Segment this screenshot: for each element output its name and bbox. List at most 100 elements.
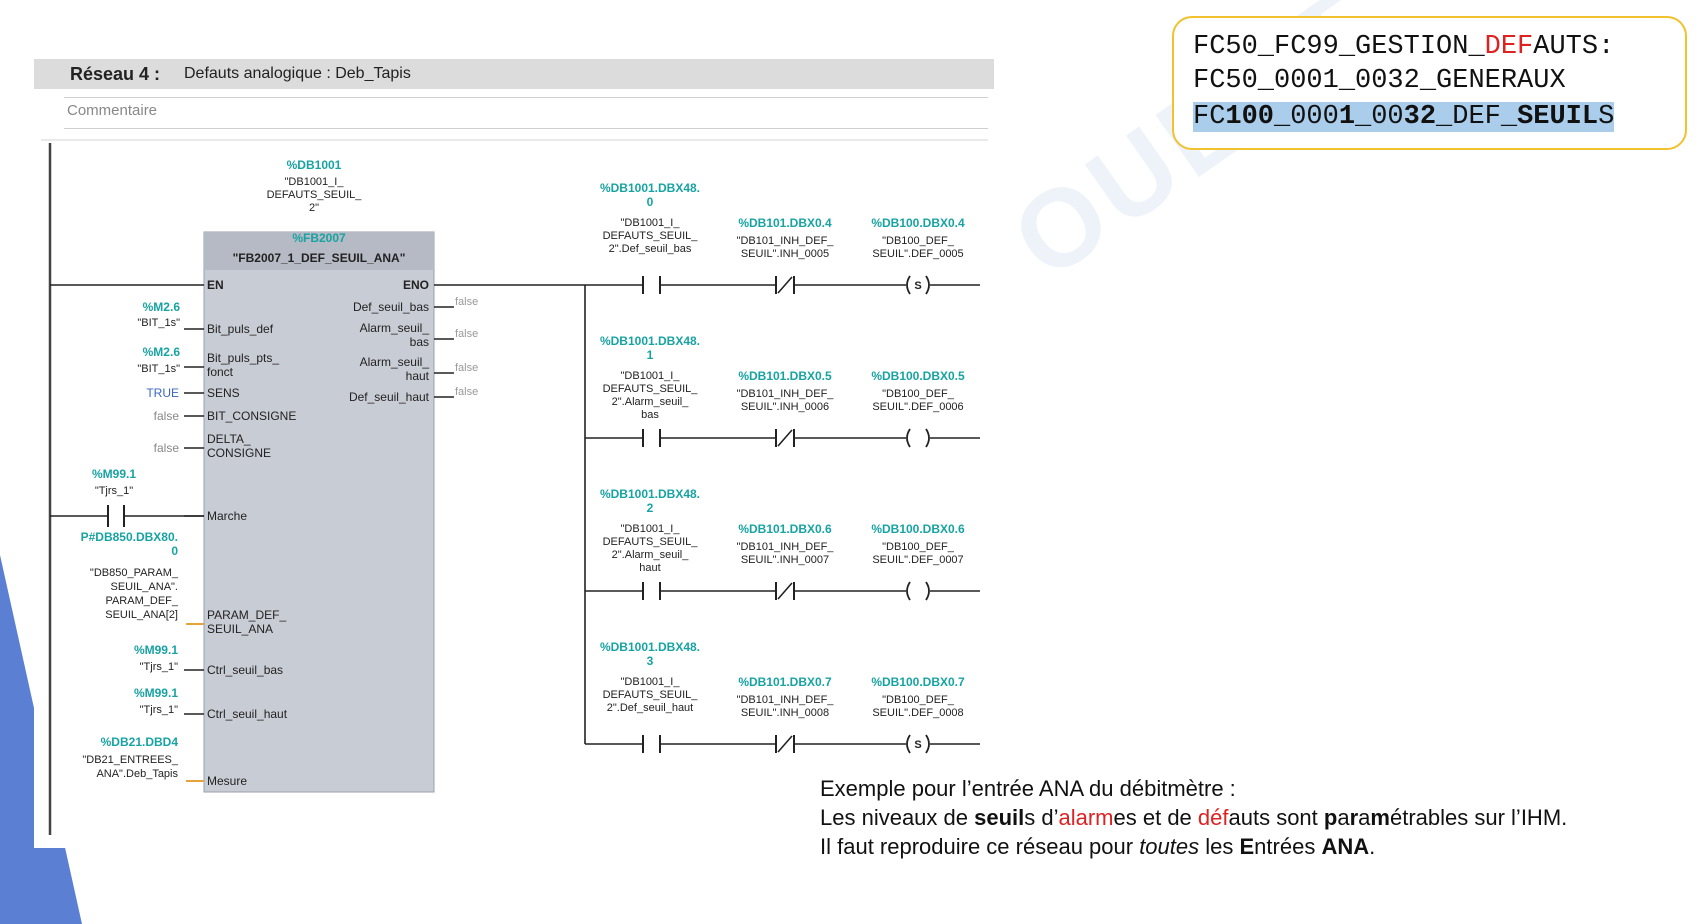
fb-input-pin-6: PARAM_DEF_ <box>207 608 286 622</box>
fb-input-pin-7: Ctrl_seuil_bas <box>207 663 283 677</box>
instance-db-name: "DB1001_I_ <box>285 176 345 188</box>
rung2-coil-left <box>906 581 911 601</box>
mesure-name: ANA".Deb_Tapis <box>96 768 178 780</box>
rung1-coil-name: "DB100_DEF_ <box>882 388 955 400</box>
param-name: SEUIL_ANA". <box>111 581 179 593</box>
ctrl-seuil-bas-address: %M99.1 <box>134 643 178 657</box>
rung1-no-address: 1 <box>647 348 654 362</box>
fb-output-value-1: false <box>455 328 478 340</box>
rung1-no-address: %DB1001.DBX48. <box>600 334 700 348</box>
rung3-nc-name: SEUIL".INH_0008 <box>741 707 829 719</box>
input-addr-bit-puls-pts: %M2.6 <box>143 345 181 359</box>
rung0-coil-name: "DB100_DEF_ <box>882 235 955 247</box>
rung1-coil-address: %DB100.DBX0.5 <box>871 369 965 383</box>
input-name-bit-puls-pts: "BIT_1s" <box>137 363 180 375</box>
fb-output-pin-1: bas <box>410 335 429 349</box>
ctrl-seuil-bas-name: "Tjrs_1" <box>140 661 178 673</box>
eno-pin-label: ENO <box>403 278 429 292</box>
rung3-no-address: 3 <box>647 654 654 668</box>
rung3-coil-type: S <box>914 739 921 751</box>
rung1-coil-name: SEUIL".DEF_0006 <box>872 401 963 413</box>
function-block-header <box>204 232 434 270</box>
rung0-coil-left <box>906 275 911 295</box>
fb-output-pin-2: haut <box>406 369 430 383</box>
function-block[interactable] <box>203 231 435 793</box>
rung1-no-name: 2".Alarm_seuil_ <box>612 396 690 408</box>
info-line-3: FC100_0001_0032_DEF_SEUILS <box>1193 102 1615 132</box>
input-addr-bit-puls-def: %M2.6 <box>143 300 181 314</box>
note-line-1: Exemple pour l’entrée ANA du débitmètre … <box>820 776 1236 801</box>
network-header[interactable]: Réseau 4 : Defauts analogique : Deb_Tapi… <box>34 59 994 89</box>
rung3-no-name: 2".Def_seuil_haut <box>607 702 693 714</box>
ladder-editor-panel <box>34 0 994 848</box>
fb-input-pin-5: Marche <box>207 509 247 523</box>
fb-name: "FB2007_1_DEF_SEUIL_ANA" <box>233 251 406 265</box>
instance-db-name: 2" <box>309 202 319 214</box>
rung3-coil-name: SEUIL".DEF_0008 <box>872 707 963 719</box>
rung1-nc-name: "DB101_INH_DEF_ <box>737 388 835 400</box>
fb-output-pin-1: Alarm_seuil_ <box>360 321 430 335</box>
fb-input-constant-4: false <box>154 441 180 455</box>
rung3-coil-left <box>906 734 911 754</box>
rung0-no-name: DEFAUTS_SEUIL_ <box>603 230 699 242</box>
fb-output-pin-0: Def_seuil_bas <box>353 300 429 314</box>
rung2-nc-name: "DB101_INH_DEF_ <box>737 541 835 553</box>
ctrl-seuil-haut-name: "Tjrs_1" <box>140 704 178 716</box>
rung0-no-name: 2".Def_seuil_bas <box>609 243 692 255</box>
fb-input-pin-4: CONSIGNE <box>207 446 271 460</box>
fb-output-value-3: false <box>455 386 478 398</box>
mesure-name: "DB21_ENTREES_ <box>82 754 178 766</box>
info-box: FC50_FC99_GESTION_DEFAUTS: FC50_0001_003… <box>1172 16 1687 150</box>
rung1-no-name: DEFAUTS_SEUIL_ <box>603 383 699 395</box>
param-address: P#DB850.DBX80. <box>81 530 178 544</box>
fb-output-pin-3: Def_seuil_haut <box>349 390 430 404</box>
note-line-3: Il faut reproduire ce réseau pour toutes… <box>820 834 1376 859</box>
rung0-nc-name: "DB101_INH_DEF_ <box>737 235 835 247</box>
fb-input-pin-4: DELTA_ <box>207 432 251 446</box>
fb-input-pin-9: Mesure <box>207 774 247 788</box>
param-name: PARAM_DEF_ <box>105 595 178 607</box>
info-line-1: FC50_FC99_GESTION_DEFAUTS: <box>1193 32 1615 62</box>
rung2-no-address: %DB1001.DBX48. <box>600 487 700 501</box>
rung0-coil-address: %DB100.DBX0.4 <box>871 216 965 230</box>
rung0-nc-name: SEUIL".INH_0005 <box>741 248 829 260</box>
rung0-nc-slash <box>777 276 793 294</box>
fb-output-pin-2: Alarm_seuil_ <box>360 355 430 369</box>
rung1-no-name: bas <box>641 409 659 421</box>
rung2-coil-right <box>925 581 930 601</box>
rung1-nc-name: SEUIL".INH_0006 <box>741 401 829 413</box>
fb-input-pin-1: Bit_puls_pts_ <box>207 351 279 365</box>
marche-contact-address: %M99.1 <box>92 467 136 481</box>
rung2-nc-slash <box>777 582 793 600</box>
rung3-nc-slash <box>777 735 793 753</box>
instance-db-address: %DB1001 <box>287 158 342 172</box>
rung0-coil-name: SEUIL".DEF_0005 <box>872 248 963 260</box>
rung2-no-name: haut <box>639 562 660 574</box>
param-name: "DB850_PARAM_ <box>90 567 179 579</box>
rung1-nc-slash <box>777 429 793 447</box>
rung0-no-address: 0 <box>647 195 654 209</box>
rung0-no-name: "DB1001_I_ <box>621 217 681 229</box>
rung3-coil-name: "DB100_DEF_ <box>882 694 955 706</box>
rung2-no-name: "DB1001_I_ <box>621 523 681 535</box>
explanation-note: Exemple pour l’entrée ANA du débitmètre … <box>820 774 1680 861</box>
fb-input-pin-2: SENS <box>207 386 240 400</box>
mesure-address: %DB21.DBD4 <box>101 735 179 749</box>
rung0-coil-right <box>925 275 930 295</box>
ladder-diagram: %DB1001"DB1001_I_DEFAUTS_SEUIL_2"%FB2007… <box>41 139 988 835</box>
input-name-bit-puls-def: "BIT_1s" <box>137 317 180 329</box>
en-pin-label: EN <box>207 278 224 292</box>
network-title[interactable]: Defauts analogique : Deb_Tapis <box>184 65 411 82</box>
rung1-coil-left <box>906 428 911 448</box>
rung2-coil-name: SEUIL".DEF_0007 <box>872 554 963 566</box>
rung2-nc-name: SEUIL".INH_0007 <box>741 554 829 566</box>
note-line-2: Les niveaux de seuils d’alarmes et de dé… <box>820 805 1568 830</box>
param-address: 0 <box>171 544 178 558</box>
network-label: Réseau 4 : <box>70 64 161 84</box>
marche-contact-name: "Tjrs_1" <box>95 485 133 497</box>
fb-input-constant-2: TRUE <box>146 386 179 400</box>
param-name: SEUIL_ANA[2] <box>105 609 178 621</box>
rung3-nc-address: %DB101.DBX0.7 <box>738 675 832 689</box>
rung0-nc-address: %DB101.DBX0.4 <box>738 216 832 230</box>
network-comment-field[interactable]: Commentaire <box>64 97 988 129</box>
